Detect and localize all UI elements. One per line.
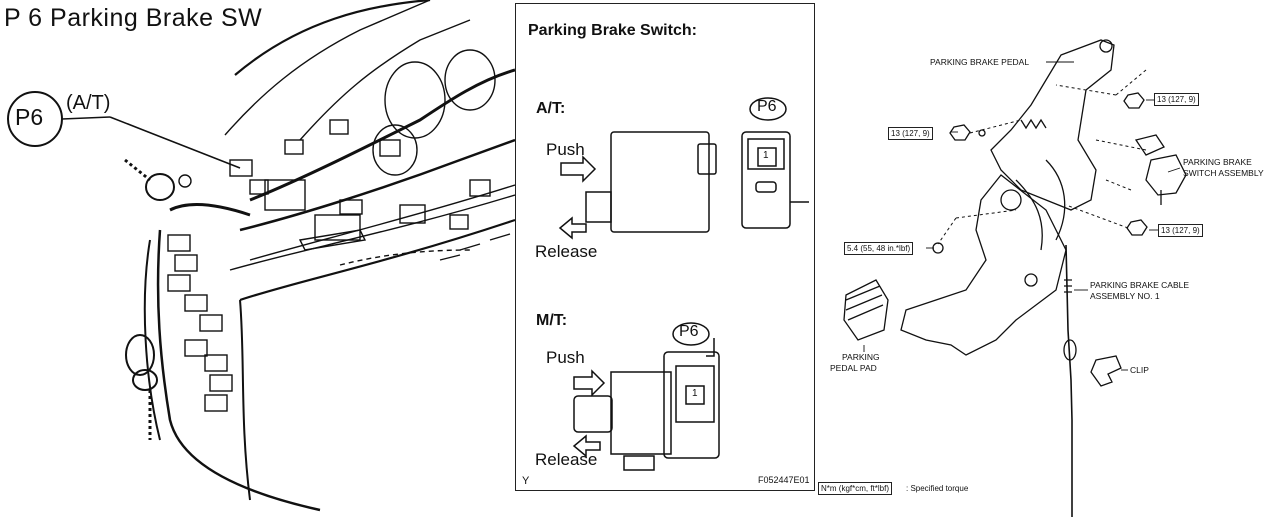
at-pin-number: 1 (763, 150, 769, 161)
location-title: P 6 Parking Brake SW (4, 4, 263, 32)
mt-heading: M/T: (536, 312, 568, 329)
corner-mark: Y (522, 475, 530, 487)
harness-location-panel: P 6 Parking Brake SW (0, 0, 515, 517)
connector-variant-label: (A/T) (66, 92, 111, 114)
torque-legend-box: N*m (kgf*cm, ft*lbf) (818, 482, 893, 495)
label-switch-assembly-line2: SWITCH ASSEMBLY (1183, 168, 1264, 178)
switch-drawings (558, 97, 809, 471)
mt-pin-number: 1 (692, 388, 698, 399)
mt-release-label: Release (535, 450, 598, 469)
pedal-exploded-view-panel: PARKING BRAKE PEDAL 13 (127, 9) 13 (127,… (816, 0, 1280, 517)
pedal-exploded-drawing (843, 39, 1187, 517)
torque-spec-small: 5.4 (55, 48 in.*lbf) (844, 242, 914, 255)
at-connector-id: P6 (757, 98, 777, 115)
switch-diagram-panel: Parking Brake Switch: A/T: Push Release … (515, 3, 815, 491)
mt-push-label: Push (546, 348, 585, 367)
label-pedal-pad-line2: PEDAL PAD (830, 363, 877, 373)
label-cable-assembly-line2: ASSEMBLY NO. 1 (1090, 291, 1160, 301)
at-push-label: Push (546, 140, 585, 159)
mt-connector-id: P6 (679, 323, 699, 340)
connector-callout-label: P6 (15, 104, 44, 130)
torque-spec-left: 13 (127, 9) (888, 127, 933, 140)
torque-legend-text: : Specified torque (906, 484, 969, 493)
label-parking-brake-pedal: PARKING BRAKE PEDAL (930, 57, 1030, 67)
at-release-label: Release (535, 242, 598, 261)
dashboard-harness-drawing (7, 0, 515, 512)
label-clip: CLIP (1130, 365, 1149, 375)
label-pedal-pad-line1: PARKING (842, 352, 880, 362)
at-heading: A/T: (536, 100, 566, 117)
torque-spec-top-right: 13 (127, 9) (1154, 93, 1199, 106)
figure-code: F052447E01 (758, 475, 810, 485)
switch-title: Parking Brake Switch: (528, 22, 697, 39)
label-switch-assembly-line1: PARKING BRAKE (1183, 157, 1252, 167)
label-cable-assembly-line1: PARKING BRAKE CABLE (1090, 280, 1190, 290)
torque-spec-mid-right: 13 (127, 9) (1158, 224, 1203, 237)
